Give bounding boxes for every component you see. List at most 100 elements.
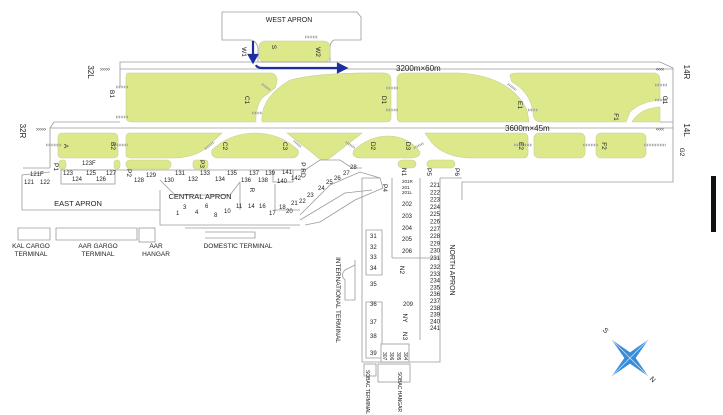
- stand-label: 136: [241, 178, 252, 184]
- stand-label: 223: [430, 198, 441, 204]
- taxiway-label: G1: [661, 96, 668, 105]
- taxiway-label: B2: [109, 142, 116, 150]
- stand-label: 139: [265, 171, 276, 177]
- stand-label: 127: [106, 171, 117, 177]
- scroll-indicator: [711, 176, 716, 232]
- stand-label: 232: [430, 265, 441, 271]
- grass-block: [261, 72, 392, 123]
- stand-label: 125: [86, 171, 97, 177]
- stand-label: 206: [402, 249, 413, 255]
- runway-end-label: 14L: [682, 123, 691, 137]
- area-label-kal-cargo: TERMINAL: [15, 251, 48, 258]
- stand-label: 141: [282, 170, 293, 176]
- stand-label: 227: [430, 227, 441, 233]
- taxiway-label: C3: [281, 142, 288, 151]
- stand-label: 121F: [30, 172, 44, 178]
- stand-label: 138: [258, 178, 269, 184]
- stand-label: 234: [430, 279, 441, 285]
- grass-block: [57, 132, 119, 159]
- stand-label: 205: [402, 237, 413, 243]
- compass-rose-icon: [611, 339, 649, 377]
- stand-label: 31: [370, 234, 377, 240]
- stand-label: 22: [299, 199, 306, 205]
- taxiway-label: N1: [400, 168, 407, 177]
- stand-label: 202: [402, 202, 413, 208]
- stand-label: 225: [430, 212, 441, 218]
- stand-label: 230: [430, 249, 441, 255]
- area-label-kal-cargo: KAL CARGO: [12, 243, 50, 250]
- area-label-aar-cargo: AAR GARGO: [78, 243, 117, 250]
- stand-label: 240: [430, 319, 441, 325]
- area-label-sobac-terminal: SOBAC TERMINAL: [364, 370, 370, 414]
- stand-label: 307: [381, 352, 387, 361]
- grass-block: [509, 72, 661, 123]
- taxiway-label: P1: [52, 163, 59, 171]
- taxiway-label: B1: [108, 90, 115, 98]
- stand-label: 38: [370, 334, 377, 340]
- stand-label: 137: [249, 171, 260, 177]
- taxiway-label: P2: [125, 169, 132, 177]
- stand-label: 28: [350, 165, 357, 171]
- area-label-domestic-terminal: DOMESTIC TERMINAL: [204, 243, 273, 250]
- stand-label: 222: [430, 190, 441, 196]
- stand-label: 33: [370, 255, 377, 261]
- grass-strip: [58, 159, 67, 170]
- stand-label: 24: [318, 186, 325, 192]
- taxiway-label: C1: [243, 96, 250, 105]
- taxiway-label: P RD: [299, 162, 306, 178]
- holding-position-markings: [46, 35, 667, 150]
- stand-label: 201R: [402, 179, 414, 184]
- stand-label: 10: [224, 209, 231, 215]
- stand-label: 305: [395, 352, 401, 361]
- stand-label: 241: [430, 326, 441, 332]
- taxiway-label: F2: [600, 142, 607, 150]
- taxiway-label: R: [248, 188, 255, 193]
- route-arrow: [247, 41, 349, 74]
- stand-label: 129: [146, 173, 157, 179]
- stand-label: 3: [183, 205, 187, 211]
- svg-text:›››››: ›››››: [36, 127, 46, 133]
- stand-label: 235: [430, 285, 441, 291]
- taxiway-label: P5: [425, 168, 432, 176]
- runway-end-label: 14R: [682, 65, 691, 80]
- stand-label: 25: [326, 180, 333, 186]
- taxiway-label: W2: [314, 47, 321, 57]
- grass-block: [352, 135, 421, 159]
- grass-strip: [426, 159, 456, 169]
- runway-dimensions: 3600m×45m: [505, 124, 550, 133]
- taxiway-label: F1: [612, 113, 619, 121]
- stand-label: 131: [175, 171, 186, 177]
- stand-label: 6: [205, 204, 209, 210]
- stand-label: 126: [96, 177, 107, 183]
- svg-text:‹‹‹‹: ‹‹‹‹: [656, 67, 664, 73]
- stand-label: 122: [40, 180, 51, 186]
- grass-strip: [125, 159, 172, 170]
- taxiway-label: D2: [369, 142, 376, 151]
- stand-label: 123F: [82, 161, 96, 167]
- compass-north-label: N: [648, 376, 657, 385]
- stand-label: 128: [134, 178, 145, 184]
- stand-label: 204: [402, 226, 413, 232]
- taxiway-label: C2: [221, 142, 228, 151]
- grass-strip: [397, 159, 417, 169]
- stand-label: 306: [388, 352, 394, 361]
- stand-label: 237: [430, 299, 441, 305]
- stand-label: 26: [334, 176, 341, 182]
- taxiway-label: P4: [381, 184, 388, 192]
- stand-label: 23: [307, 193, 314, 199]
- threshold-chevrons: ››››› ››››› ‹‹‹‹ ‹‹‹‹: [36, 67, 664, 133]
- area-label-international-terminal: INTERNATIONAL TERMINAL: [334, 257, 341, 343]
- stand-label: 133: [200, 171, 211, 177]
- stand-label: 239: [430, 313, 441, 319]
- stand-label: 121: [24, 180, 35, 186]
- grass-block: [125, 72, 278, 123]
- stand-label: 20: [286, 209, 293, 215]
- taxiway-label: S: [270, 45, 277, 50]
- stand-label: 201: [402, 185, 410, 190]
- grass-block: [125, 132, 223, 159]
- stand-label: 134: [215, 177, 226, 183]
- area-label-sobac-hangar: SOBAC HANGAR: [396, 372, 402, 413]
- stand-label: 8: [214, 213, 218, 219]
- stand-label: 35: [370, 282, 377, 288]
